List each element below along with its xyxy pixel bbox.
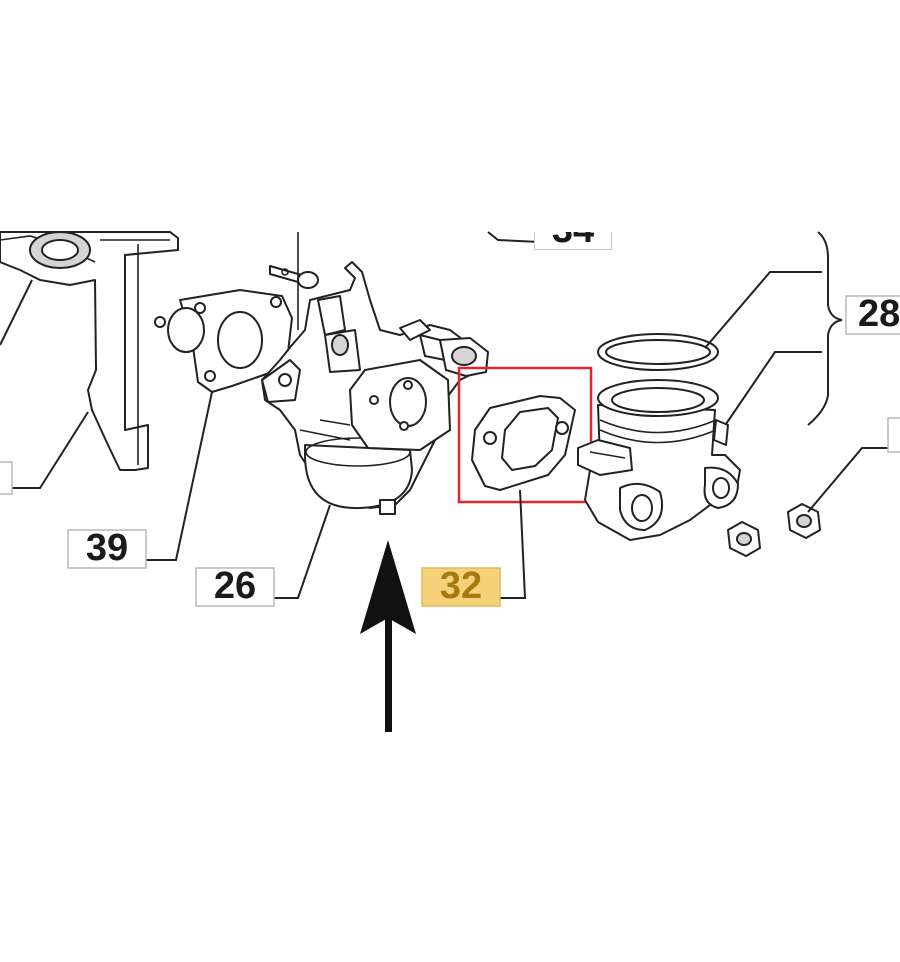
leader-top-left [0, 279, 33, 346]
carburetor-26 [261, 261, 489, 515]
gasket-32 [471, 395, 576, 491]
nut-right [787, 503, 821, 539]
svg-text:28: 28 [858, 293, 900, 335]
intake-elbow [577, 333, 741, 541]
engine-housing [0, 231, 179, 471]
svg-text:32: 32 [440, 565, 482, 607]
edge-label-left [0, 461, 13, 495]
bracket-28 [807, 231, 843, 426]
callout-28: 28 [845, 293, 900, 335]
edge-label-right [887, 417, 900, 453]
nut-left [727, 521, 761, 557]
leader-28-elbow [725, 351, 822, 425]
callout-32: 32 [421, 565, 501, 607]
leader-39 [145, 391, 213, 561]
svg-text:39: 39 [86, 527, 128, 569]
leader-32 [500, 489, 527, 599]
leader-left-edge [0, 411, 89, 489]
svg-text:26: 26 [214, 565, 256, 607]
leader-34 [487, 231, 541, 243]
callout-34: 34 [534, 209, 612, 251]
screw [269, 265, 319, 289]
leader-28-oring [704, 271, 822, 349]
svg-text:34: 34 [552, 209, 594, 251]
direction-arrow [360, 540, 416, 732]
leader-26 [274, 504, 331, 599]
highlight-frame [457, 366, 593, 504]
callout-39: 39 [67, 527, 147, 569]
leader-nut [807, 447, 890, 513]
callout-26: 26 [195, 565, 275, 607]
